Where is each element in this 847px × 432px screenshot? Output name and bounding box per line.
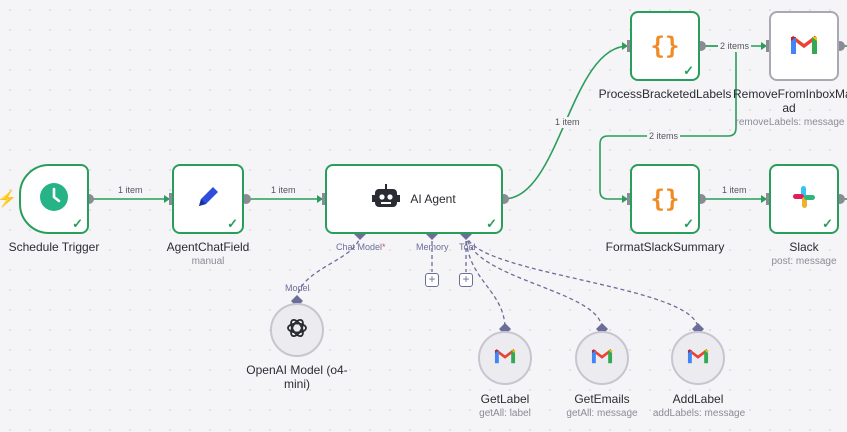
arrow-head — [761, 195, 767, 203]
input-port — [169, 193, 173, 205]
node-title-ai-agent: AI Agent — [410, 192, 456, 206]
node-sub-get-emails: getAll: message — [566, 408, 638, 419]
arrow-head — [622, 42, 628, 50]
node-add-label[interactable] — [671, 331, 725, 385]
input-port — [322, 193, 326, 205]
edge-tool-getlabel — [465, 233, 506, 330]
slack-icon — [791, 184, 817, 215]
node-get-label[interactable] — [478, 331, 532, 385]
success-check-icon: ✓ — [683, 63, 694, 78]
node-schedule-trigger[interactable]: ✓ — [19, 164, 89, 234]
node-format-slack-summary[interactable]: {} ✓ — [630, 164, 700, 234]
openai-icon — [284, 315, 310, 346]
arrow-head — [761, 42, 767, 50]
node-ai-agent[interactable]: AI Agent ✓ — [325, 164, 503, 234]
edge-label-chat-agent: 1 item — [269, 185, 298, 196]
port-label-memory: Memory — [416, 242, 449, 252]
edge-tool-addlabel — [465, 233, 699, 330]
edge-label-process-remove: 2 items — [718, 41, 752, 52]
braces-icon: {} — [650, 185, 680, 213]
node-label-process-bracketed-labels: ProcessBracketedLabels — [598, 87, 732, 101]
port-label-chat-model: Chat Model* — [336, 242, 386, 252]
gmail-icon — [687, 347, 709, 369]
edge-tool-getemails — [465, 233, 603, 330]
gmail-icon — [591, 347, 613, 369]
edge-label-agent-process: 1 item — [553, 117, 582, 128]
edge-label-trigger-chat: 1 item — [116, 185, 145, 196]
arrow-head — [164, 195, 170, 203]
braces-icon: {} — [650, 32, 680, 60]
input-port — [766, 40, 770, 52]
node-label-format-slack-summary: FormatSlackSummary — [605, 240, 725, 254]
node-process-bracketed-labels[interactable]: {} ✓ — [630, 11, 700, 81]
arrow-head — [622, 195, 628, 203]
node-remove-from-inbox[interactable] — [769, 11, 839, 81]
edge-model — [296, 233, 361, 302]
pencil-icon — [193, 182, 223, 217]
edge-label-format-slack: 1 item — [720, 185, 749, 196]
node-label-openai-model: OpenAI Model (o4-mini) — [246, 363, 348, 391]
node-sub-agent-chat-field: manual — [191, 256, 225, 267]
robot-icon — [372, 183, 401, 215]
success-check-icon: ✓ — [822, 216, 833, 231]
node-get-emails[interactable] — [575, 331, 629, 385]
clock-icon — [39, 182, 69, 217]
add-tool-button[interactable]: + — [459, 273, 473, 287]
node-sub-slack: post: message — [771, 256, 837, 267]
gmail-icon — [494, 347, 516, 369]
node-label-get-label: GetLabel — [480, 392, 530, 406]
add-memory-button[interactable]: + — [425, 273, 439, 287]
node-label-get-emails: GetEmails — [574, 392, 630, 406]
input-port — [766, 193, 770, 205]
gmail-icon — [790, 33, 818, 60]
success-check-icon: ✓ — [683, 216, 694, 231]
input-port — [627, 40, 631, 52]
node-agent-chat-field[interactable]: ✓ — [172, 164, 244, 234]
edge-label-process-format: 2 items — [647, 131, 681, 142]
node-slack[interactable]: ✓ — [769, 164, 839, 234]
node-label-remove-from-inbox: RemoveFromInboxMa ad — [733, 87, 847, 115]
node-label-schedule-trigger: Schedule Trigger — [8, 240, 100, 254]
success-check-icon: ✓ — [72, 216, 83, 231]
arrow-head — [317, 195, 323, 203]
node-sub-add-label: addLabels: message — [652, 408, 746, 419]
node-label-slack: Slack — [789, 240, 819, 254]
input-port — [627, 193, 631, 205]
node-label-agent-chat-field: AgentChatField — [166, 240, 250, 254]
success-check-icon: ✓ — [227, 216, 238, 231]
port-label-tool: Tool — [459, 242, 476, 252]
port-label-model: Model — [285, 283, 310, 293]
node-sub-remove-from-inbox: removeLabels: message — [735, 117, 845, 128]
success-check-icon: ✓ — [486, 216, 497, 231]
trigger-bolt-icon: ⚡ — [0, 191, 17, 208]
node-openai-model[interactable] — [270, 303, 324, 357]
node-label-add-label: AddLabel — [672, 392, 724, 406]
node-sub-get-label: getAll: label — [479, 408, 531, 419]
